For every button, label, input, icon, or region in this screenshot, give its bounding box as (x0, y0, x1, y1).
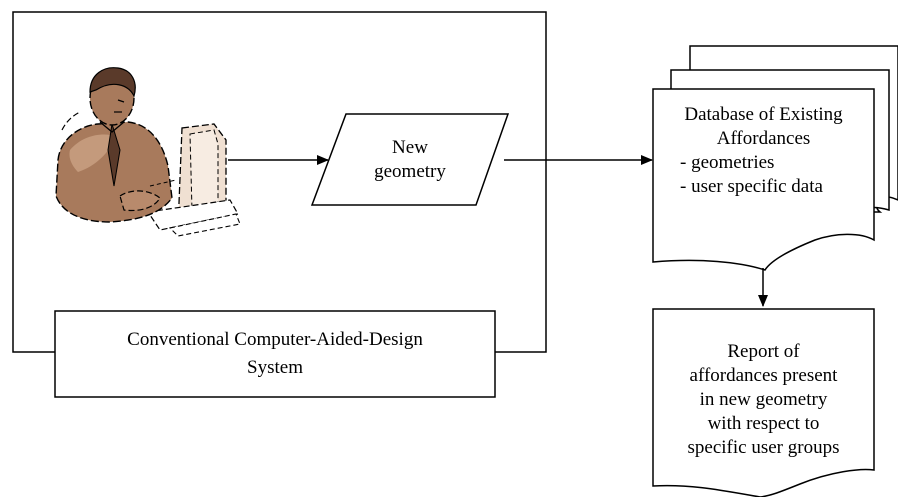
database-label-title: Database of Existing Affordances (653, 103, 874, 151)
new-geometry-line2: geometry (374, 161, 446, 182)
database-line3: - geometries (680, 152, 775, 173)
database-label-list: - geometries - user specific data (680, 151, 870, 199)
report-line2: affordances present (689, 365, 838, 386)
cad-system-label: Conventional Computer-Aided-Design Syste… (55, 328, 495, 380)
database-line1: Database of Existing (684, 104, 843, 125)
new-geometry-label: New geometry (330, 136, 490, 184)
report-line4: with respect to (707, 413, 820, 434)
new-geometry-line1: New (392, 137, 428, 158)
report-line5: specific user groups (687, 437, 840, 458)
database-document-stack (652, 45, 898, 271)
new-geometry-shape (310, 113, 510, 206)
report-line3: in new geometry (699, 389, 828, 410)
person-at-computer-icon (55, 67, 241, 237)
cad-system-label-box (54, 310, 496, 398)
report-line1: Report of (727, 341, 800, 362)
database-line4: - user specific data (680, 176, 823, 197)
report-label: Report of affordances present in new geo… (653, 340, 874, 460)
cad-system-label-line1: Conventional Computer-Aided-Design (127, 329, 423, 350)
cad-system-label-line2: System (247, 357, 303, 378)
report-document-shape (652, 308, 875, 497)
database-line2: Affordances (716, 128, 811, 149)
